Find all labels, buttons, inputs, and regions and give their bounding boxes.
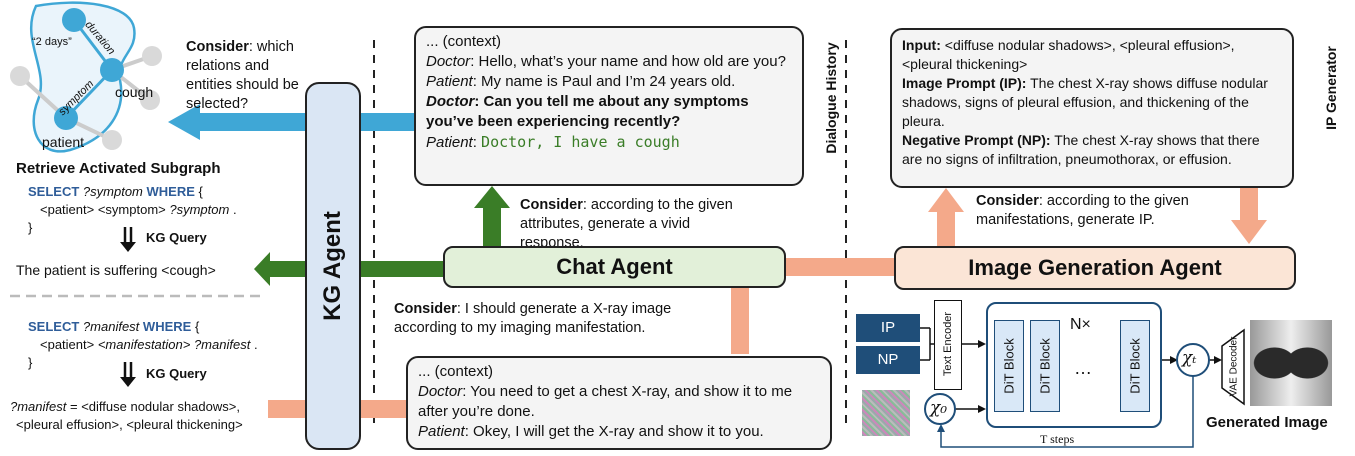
context-label-bottom: ... (context) (418, 363, 494, 380)
dit-block-1: DiT Block (994, 320, 1024, 412)
kg-query-label-2: KG Query (146, 366, 207, 381)
np-input-block: NP (856, 346, 920, 374)
loop-back-line (940, 376, 1194, 448)
ip-input-block: IP (856, 314, 920, 342)
sparql-query-manifest: SELECT ?manifest WHERE { <patient> <mani… (28, 319, 258, 370)
image-generation-agent-box[interactable]: Image Generation Agent (894, 246, 1296, 290)
green-arrow-head (254, 252, 270, 286)
consider-select-relations: Consider: which relations and entities s… (186, 39, 299, 112)
salmon-chat-to-image (786, 258, 894, 276)
salmon-up-body (937, 210, 955, 248)
context-label-top: ... (context) (426, 33, 502, 50)
node-patient (54, 106, 78, 130)
node-label-cough: cough (115, 84, 154, 100)
kg-query-label-1: KG Query (146, 230, 207, 245)
salmon-chat-to-bottom (731, 288, 749, 354)
kg-query-arrow-1-head (120, 242, 136, 252)
dit-block-n: DiT Block (1120, 320, 1150, 412)
dialogue-box-top: ... (context) Doctor: Hello, what’s your… (414, 26, 804, 186)
vae-decoder-label: VAE Decoder (1228, 336, 1240, 397)
x0-label: χ₀ (930, 398, 948, 418)
t-steps-label: T steps (1040, 432, 1075, 446)
kg-query-arrow-2-head (120, 377, 136, 387)
kg-agent-label: KG Agent (319, 211, 346, 321)
node-duration (62, 8, 86, 32)
salmon-down-body (1240, 188, 1258, 222)
green-up-arrow-head (474, 186, 510, 208)
blue-arrow-head (168, 104, 200, 140)
generated-xray-image (1250, 320, 1332, 406)
query-result-manifest: ?manifest = <diffuse nodular shadows>, <… (10, 399, 243, 432)
xt-circle (1176, 343, 1210, 377)
chat-agent-box[interactable]: Chat Agent (443, 246, 786, 288)
text-encoder-block: Text Encoder (934, 300, 962, 390)
node-cough (100, 58, 124, 82)
retrieve-subgraph-title: Retrieve Activated Subgraph (16, 160, 221, 177)
consider-xray: Consider: I should generate a X-ray imag… (394, 301, 672, 336)
node-label-2days: “2 days” (32, 36, 72, 48)
generated-image-label: Generated Image (1206, 414, 1328, 431)
dialogue-history-label: Dialogue History (823, 42, 839, 154)
ip-generator-label: IP Generator (1323, 46, 1339, 130)
image-agent-label: Image Generation Agent (968, 255, 1222, 280)
query-result-symptom: The patient is suffering <cough> (16, 262, 216, 278)
sparql-query-symptom: SELECT ?symptom WHERE { <patient> <sympt… (28, 184, 237, 235)
patient-response-cough: Doctor, I have a cough (481, 133, 680, 151)
repeat-n-label: N× (1070, 316, 1091, 333)
knowledge-graph (10, 1, 162, 153)
consider-vivid-response: Consider: according to the given attribu… (520, 197, 733, 251)
salmon-down-head (1231, 220, 1267, 244)
consider-generate-ip: Consider: according to the given manifes… (976, 193, 1189, 228)
kg-agent-box[interactable]: KG Agent (305, 82, 361, 450)
noise-image (862, 390, 910, 436)
x0-circle (924, 393, 956, 425)
ellipsis-label: … (1074, 358, 1092, 378)
green-up-arrow-body (483, 206, 501, 246)
ip-generator-box: Input: <diffuse nodular shadows>, <pleur… (890, 28, 1294, 188)
dit-block-2: DiT Block (1030, 320, 1060, 412)
node-label-patient: patient (42, 134, 85, 150)
dialogue-box-bottom: ... (context) Doctor: You need to get a … (406, 356, 832, 450)
chat-agent-label: Chat Agent (556, 254, 673, 279)
salmon-up-head (928, 188, 964, 212)
vae-decoder-shape (1221, 328, 1245, 406)
xt-label: χₜ (1182, 348, 1197, 368)
